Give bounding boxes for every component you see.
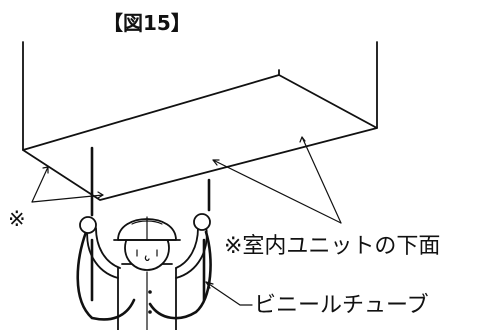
vinyl-tubes — [76, 146, 212, 321]
worker-with-helmet-icon — [79, 213, 211, 330]
indoor-unit — [22, 41, 378, 201]
marker-asterisk: ※ — [8, 207, 26, 231]
bottom-surface-label: ※室内ユニットの下面 — [224, 234, 440, 259]
tube-leader — [205, 281, 253, 306]
figure-title: 【図15】 — [103, 11, 191, 35]
unit-bottom-surface — [22, 74, 378, 201]
tube-label: ビニールチューブ — [254, 293, 429, 318]
surface-leaders — [212, 136, 342, 224]
